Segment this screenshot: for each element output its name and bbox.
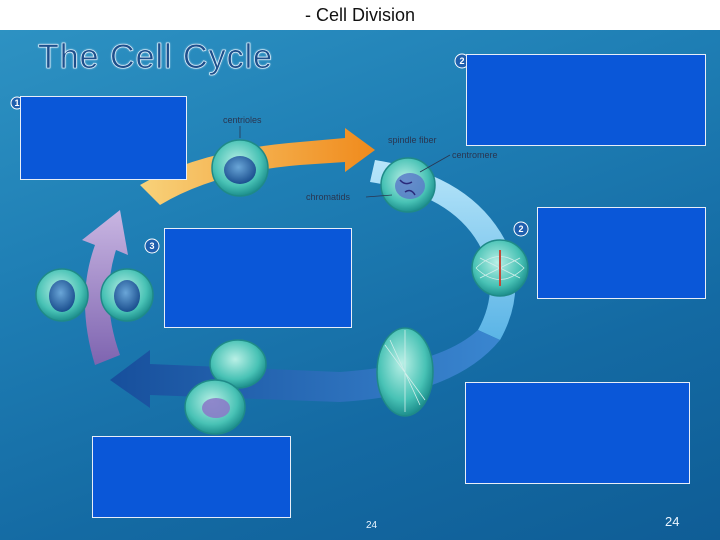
header-bar: [0, 0, 720, 30]
badge-2-right: 2: [513, 221, 529, 237]
svg-text:1: 1: [15, 98, 20, 108]
cover-box-center-left: [164, 228, 352, 328]
prophase-cell: [380, 157, 436, 213]
cover-box-bottom-left: [92, 436, 291, 518]
telophase-cells: [184, 339, 267, 435]
label-centrioles: centrioles: [223, 115, 262, 125]
label-centromere: centromere: [452, 150, 498, 160]
slide-title: The Cell Cycle: [38, 38, 274, 77]
daughter-cells: [35, 268, 154, 322]
cover-box-top-left: [20, 96, 187, 180]
svg-text:3: 3: [150, 241, 155, 251]
cover-box-bottom-right: [465, 382, 690, 484]
anaphase-cell: [376, 327, 434, 417]
badge-3: 3: [144, 238, 160, 254]
label-spindle-fiber: spindle fiber: [388, 135, 437, 145]
metaphase-cell: [471, 239, 529, 297]
arrow-dark-blue-segment: [110, 330, 500, 408]
svg-text:2: 2: [460, 56, 465, 66]
label-chromatids: chromatids: [306, 192, 351, 202]
svg-text:2: 2: [519, 224, 524, 234]
header-title: - Cell Division: [304, 5, 416, 25]
cover-box-top-right: [466, 54, 706, 146]
page-number-corner: 24: [665, 514, 680, 529]
cover-box-right-middle: [537, 207, 706, 299]
interphase-cell: [211, 139, 269, 197]
page-number-center: 24: [366, 520, 378, 531]
